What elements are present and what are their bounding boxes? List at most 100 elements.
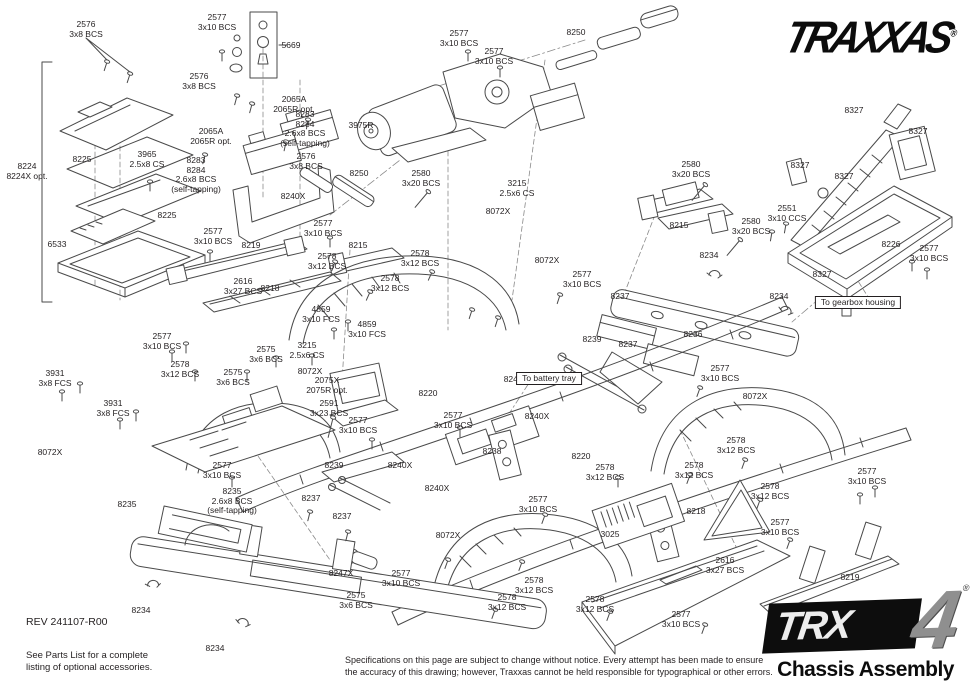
crossmember-drawing xyxy=(165,235,680,563)
part-label: 2065A 2065R opt. xyxy=(273,94,315,114)
part-label: 8219 xyxy=(840,572,860,582)
part-label: 8072X xyxy=(534,255,560,265)
part-label: 2577 3x10 BCS xyxy=(847,466,887,486)
part-label: 2577 3x10 BCS xyxy=(338,415,378,435)
part-label: 2551 3x10 CCS xyxy=(767,203,807,223)
part-label: 2577 3x10 BCS xyxy=(760,517,800,537)
servo-tray-drawing xyxy=(232,109,339,244)
part-label: 8072X xyxy=(485,206,511,216)
part-label: 8283 8284 2.6x8 BCS (self-tapping) xyxy=(280,109,330,148)
part-label: 8224 8224X opt. xyxy=(6,161,48,181)
part-label: 8072X xyxy=(37,447,63,457)
part-label: 8240X xyxy=(387,460,413,470)
part-label: 2577 3x10 BCS xyxy=(562,269,602,289)
part-label: 2578 3x12 BCS xyxy=(575,594,615,614)
part-label: 2576 3x8 BCS xyxy=(289,151,323,171)
part-label: 2578 3x12 BCS xyxy=(674,460,714,480)
part-label: 2578 3x12 BCS xyxy=(514,575,554,595)
part-label: 2576 3x8 BCS xyxy=(182,71,216,91)
part-label: 2577 3x10 BCS xyxy=(381,568,421,588)
part-label: 8234 xyxy=(699,250,719,260)
part-label: 8072X xyxy=(742,391,768,401)
part-label: 2577 3x10 BCS xyxy=(303,218,343,238)
part-label: 2577 3x10 BCS xyxy=(474,46,514,66)
part-label: 2577 3x10 BCS xyxy=(193,226,233,246)
trx4-logo-text: TRX xyxy=(772,602,854,650)
part-label: 8327 xyxy=(844,105,864,115)
part-label: 8215 xyxy=(348,240,368,250)
part-label: 2580 3x20 BCS xyxy=(401,168,441,188)
parts-list-note: See Parts List for a complete listing of… xyxy=(26,650,153,673)
part-label: 5669 xyxy=(281,40,301,50)
part-label: 2577 3x10 BCS xyxy=(909,243,949,263)
part-label: 8218 xyxy=(686,506,706,516)
part-label: 8327 xyxy=(790,160,810,170)
front-bumper-drawing xyxy=(129,505,547,630)
part-label: 8215 xyxy=(669,220,689,230)
part-label: 8237 xyxy=(618,339,638,349)
part-label: 2577 3x10 BCS xyxy=(142,331,182,351)
part-label: 8283 8284 2.6x8 BCS (self-tapping) xyxy=(171,155,221,194)
part-label: 8072X xyxy=(435,530,461,540)
part-label: 8219 xyxy=(241,240,261,250)
part-label: 8237 xyxy=(610,291,630,301)
part-label: 4859 3x10 FCS xyxy=(348,319,386,339)
part-label: 2577 3x10 BCS xyxy=(700,363,740,383)
part-label: 2580 3x20 BCS xyxy=(731,216,771,236)
part-label: 8220 xyxy=(571,451,591,461)
part-label: 3931 3x8 FCS xyxy=(96,398,130,418)
part-label: 8239 xyxy=(324,460,344,470)
part-label: 8237 xyxy=(301,493,321,503)
part-label: 8327 xyxy=(908,126,928,136)
part-label: 2578 3x12 BCS xyxy=(716,435,756,455)
part-label: 2575 3x6 BCS xyxy=(249,344,283,364)
part-label: 8240X xyxy=(524,411,550,421)
chassis-assembly-title: Chassis Assembly xyxy=(777,658,954,681)
part-label: 2616 3x27 BCS xyxy=(223,276,263,296)
part-label: 6533 xyxy=(47,239,67,249)
part-label: 8235 xyxy=(117,499,137,509)
traxxas-logo: TRAXXAS® xyxy=(780,13,962,63)
group-bracket xyxy=(41,61,53,303)
part-label: 8240X xyxy=(504,374,529,385)
part-label: 2576 3x8 BCS xyxy=(69,19,103,39)
callout-box: To gearbox housing xyxy=(814,296,902,310)
part-label: 2578 3x12 BCS xyxy=(487,592,527,612)
part-label: 8237 xyxy=(332,511,352,521)
part-label: 8234 xyxy=(205,643,225,653)
part-label: 2578 3x12 BCS xyxy=(750,481,790,501)
part-label: 2580 3x20 BCS xyxy=(671,159,711,179)
callout-box: To battery tray xyxy=(516,372,582,386)
driveshaft-drawing xyxy=(299,5,679,208)
part-label: 8247X xyxy=(328,568,354,578)
rear-bumper-drawing xyxy=(557,269,800,414)
traxxas-logo-text: TRAXXAS xyxy=(780,13,956,63)
radio-box-drawing xyxy=(57,11,278,298)
trx4-plate: TRX 4 ® xyxy=(762,574,970,667)
part-label: 2577 3x10 BCS xyxy=(202,460,242,480)
part-label: 2578 3x12 BCS xyxy=(370,273,410,293)
part-label: 8239 xyxy=(582,334,602,344)
part-label: 3215 2.5x6 CS xyxy=(499,178,535,198)
part-label: 3025 xyxy=(600,529,620,539)
part-label: 3965 2.5x8 CS xyxy=(129,149,165,169)
part-label: 8234 xyxy=(131,605,151,615)
part-label: 2577 3x10 BCS xyxy=(661,609,701,629)
part-label: 8238 xyxy=(482,446,502,456)
part-label: 8327 xyxy=(834,171,854,181)
part-label: 8236 xyxy=(683,329,703,339)
steering-links-drawing xyxy=(327,181,734,276)
part-label: 8240X xyxy=(424,483,450,493)
part-label: 2577 3x10 BCS xyxy=(197,12,237,32)
part-label: 2577 3x10 BCS xyxy=(518,494,558,514)
part-label: 8072X xyxy=(297,366,323,376)
revision-number: REV 241107-R00 xyxy=(26,616,108,628)
part-label: 8240X xyxy=(280,191,306,201)
part-label: 3975R xyxy=(348,120,374,130)
part-label: 2591 3x23 BCS xyxy=(309,398,349,418)
part-label: 2575 3x6 BCS xyxy=(339,590,373,610)
motor-drawing xyxy=(357,53,585,163)
part-label: 8235 2.6x8 BCS (self-tapping) xyxy=(207,486,257,516)
